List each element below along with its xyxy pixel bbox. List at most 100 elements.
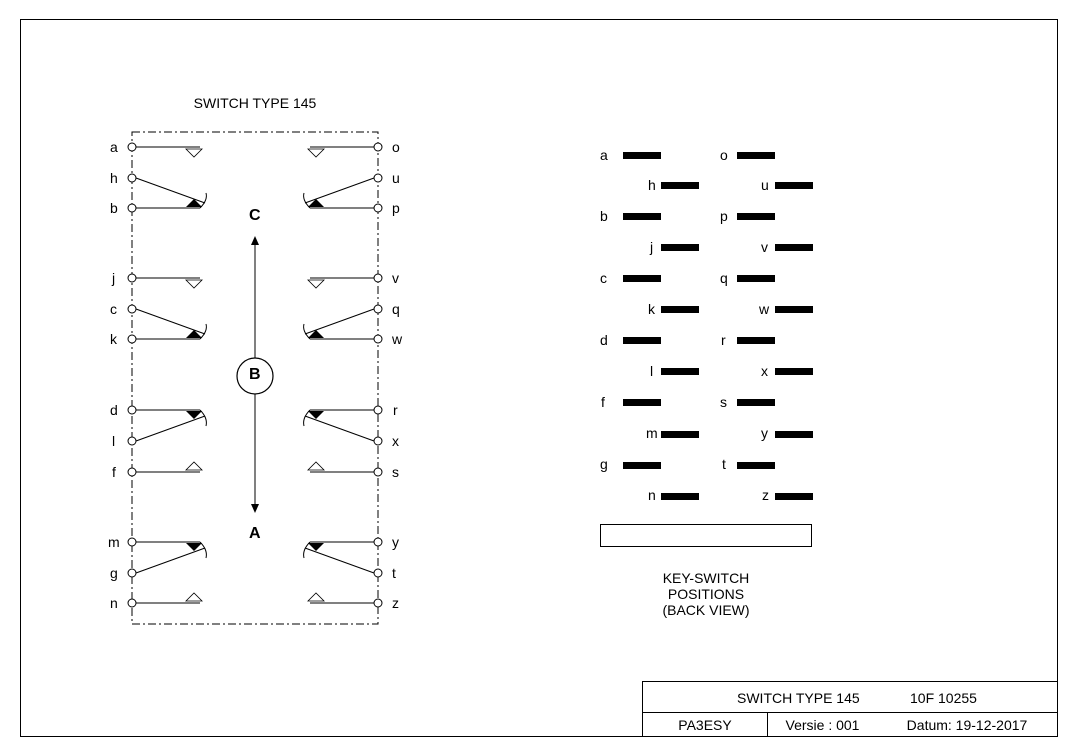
key-bar bbox=[737, 337, 775, 344]
key-bar bbox=[775, 431, 813, 438]
terminal-label: p bbox=[392, 200, 400, 216]
key-bar bbox=[661, 493, 699, 500]
left-group-3 bbox=[135, 409, 207, 473]
terminal-label: l bbox=[112, 433, 116, 449]
key-label: z bbox=[762, 487, 769, 503]
key-bar bbox=[775, 306, 813, 313]
key-bar bbox=[737, 213, 775, 220]
key-label: a bbox=[600, 147, 608, 163]
key-bar bbox=[623, 337, 661, 344]
right-terminal-circles bbox=[373, 142, 383, 608]
key-label: b bbox=[600, 208, 608, 224]
terminal-label: k bbox=[110, 331, 117, 347]
arrow-head-up bbox=[251, 236, 259, 245]
terminal-label: x bbox=[392, 433, 399, 449]
key-bar bbox=[775, 493, 813, 500]
arrow-head-down bbox=[251, 504, 259, 513]
position-c-label: C bbox=[249, 207, 261, 224]
key-bar bbox=[661, 431, 699, 438]
key-bar bbox=[737, 399, 775, 406]
terminal-label: g bbox=[110, 565, 118, 581]
key-label: d bbox=[600, 332, 608, 348]
diagram-title: SWITCH TYPE 145 bbox=[193, 95, 317, 111]
terminal-label: w bbox=[392, 331, 403, 347]
terminal-label: v bbox=[392, 270, 399, 286]
key-bar bbox=[623, 399, 661, 406]
left-group-4 bbox=[135, 541, 207, 604]
key-label: x bbox=[761, 363, 768, 379]
terminal-label: m bbox=[108, 534, 120, 550]
caption-line: (BACK VIEW) bbox=[662, 602, 750, 618]
drawing-frame bbox=[20, 19, 1058, 737]
terminal-label: b bbox=[110, 200, 118, 216]
key-label: w bbox=[759, 301, 770, 317]
key-bar bbox=[623, 213, 661, 220]
key-label: m bbox=[646, 425, 658, 441]
key-bar bbox=[737, 275, 775, 282]
key-bar bbox=[623, 152, 661, 159]
key-switch-body bbox=[600, 524, 812, 547]
title-block-name: SWITCH TYPE 145 bbox=[737, 690, 860, 706]
key-switch-caption: KEY-SWITCH POSITIONS (BACK VIEW) bbox=[600, 570, 812, 618]
key-label: k bbox=[648, 301, 655, 317]
left-terminal-circles bbox=[127, 142, 137, 608]
key-label: v bbox=[761, 239, 768, 255]
left-group-2 bbox=[135, 277, 207, 340]
terminal-label: a bbox=[110, 139, 118, 155]
left-group-1 bbox=[135, 146, 207, 209]
terminal-label: s bbox=[392, 464, 399, 480]
key-label: y bbox=[761, 425, 768, 441]
title-block: SWITCH TYPE 145 10F 10255 PA3ESY Versie … bbox=[642, 681, 1058, 737]
key-label: r bbox=[721, 332, 726, 348]
key-label: t bbox=[722, 456, 726, 472]
terminal-label: o bbox=[392, 139, 400, 155]
switch-housing bbox=[131, 131, 379, 625]
key-bar bbox=[737, 462, 775, 469]
key-bar bbox=[737, 152, 775, 159]
terminal-label: c bbox=[110, 301, 117, 317]
title-block-author: PA3ESY bbox=[643, 713, 768, 737]
terminal-label: j bbox=[112, 270, 116, 286]
title-block-number: 10F 10255 bbox=[910, 690, 977, 706]
title-block-date: Datum: 19-12-2017 bbox=[906, 717, 1028, 733]
key-label: u bbox=[761, 177, 769, 193]
right-group-1 bbox=[303, 146, 375, 209]
terminal-label: d bbox=[110, 402, 118, 418]
key-label: n bbox=[648, 487, 656, 503]
right-group-2 bbox=[303, 277, 375, 340]
terminal-label: z bbox=[392, 595, 399, 611]
key-bar bbox=[623, 275, 661, 282]
key-bar bbox=[661, 368, 699, 375]
key-label: g bbox=[600, 456, 608, 472]
position-a-label: A bbox=[249, 525, 261, 542]
position-b-label: B bbox=[249, 366, 261, 383]
terminal-label: y bbox=[392, 534, 399, 550]
terminal-label: r bbox=[393, 402, 398, 418]
key-bar bbox=[775, 182, 813, 189]
terminal-label: h bbox=[110, 170, 118, 186]
key-bar bbox=[775, 368, 813, 375]
terminal-label: t bbox=[392, 565, 396, 581]
key-label: s bbox=[720, 394, 727, 410]
key-bar bbox=[775, 244, 813, 251]
key-label: p bbox=[720, 208, 728, 224]
key-label: j bbox=[650, 239, 654, 255]
key-bar bbox=[661, 244, 699, 251]
terminal-label: f bbox=[112, 464, 116, 480]
key-bar bbox=[661, 182, 699, 189]
title-block-version: Versie : 001 bbox=[785, 717, 860, 733]
caption-line: KEY-SWITCH bbox=[662, 570, 750, 586]
key-bar bbox=[623, 462, 661, 469]
caption-line: POSITIONS bbox=[667, 586, 745, 602]
key-label: q bbox=[720, 270, 728, 286]
key-label: h bbox=[648, 177, 656, 193]
right-group-3 bbox=[303, 409, 375, 473]
position-b-circle bbox=[236, 357, 274, 395]
key-label: c bbox=[600, 270, 607, 286]
terminal-label: u bbox=[392, 170, 400, 186]
key-bar bbox=[661, 306, 699, 313]
terminal-label: n bbox=[110, 595, 118, 611]
key-label: o bbox=[720, 147, 728, 163]
terminal-label: q bbox=[392, 301, 400, 317]
